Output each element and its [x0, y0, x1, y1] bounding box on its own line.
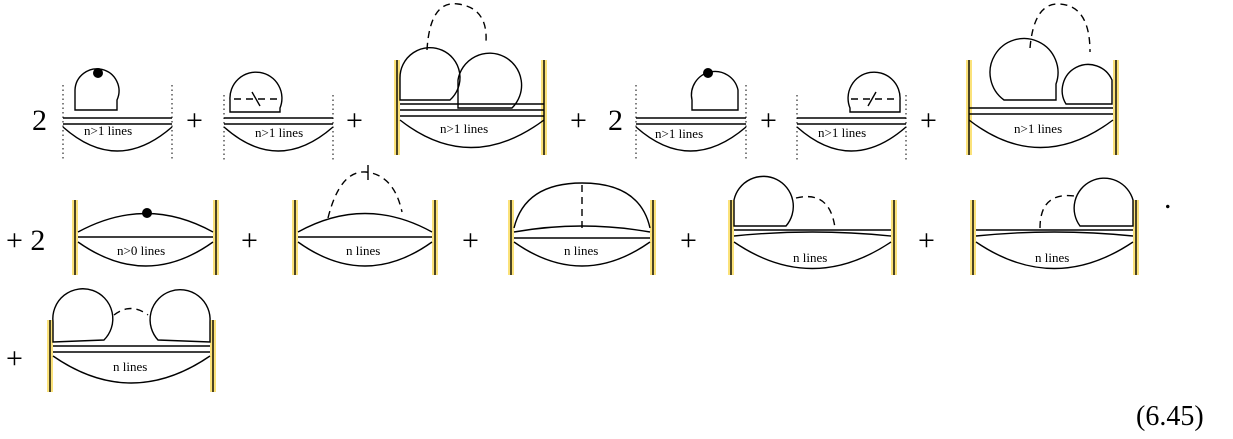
plus-sign: + [680, 224, 697, 257]
right-loop [457, 52, 523, 109]
lines-label: n>1 lines [84, 123, 132, 138]
tadpole-loop [690, 70, 739, 111]
lines-label: n lines [564, 243, 598, 258]
right-loop [1061, 63, 1113, 105]
diagram-r2-1: n>0 lines [72, 200, 219, 275]
plus-sign: + [920, 104, 937, 137]
self-energy-loop [847, 71, 901, 113]
lines-label: n lines [1035, 250, 1069, 265]
lines-label: n>1 lines [1014, 121, 1062, 136]
left-loop [399, 46, 461, 101]
diagram-r2-5: n lines [970, 177, 1139, 275]
bottom-arc [62, 126, 173, 152]
diagram-r1-1: n>1 lines [62, 68, 173, 160]
plus-sign: + [462, 224, 479, 257]
diagram-r1-3: n>1 lines [394, 3, 547, 155]
dashed-arc [327, 171, 403, 219]
diagram-r1-2: n>1 lines [223, 71, 334, 160]
tadpole-loop [1073, 177, 1134, 227]
lines-label: n lines [346, 243, 380, 258]
bottom-arc [733, 241, 892, 270]
bottom-arc [513, 241, 651, 267]
dashed-arc [113, 307, 149, 316]
middle-arc [733, 231, 892, 237]
lines-label: n lines [793, 250, 827, 265]
top-arc [297, 212, 433, 233]
plus-sign: + [6, 342, 23, 375]
diagram-r1-5: n>1 lines [796, 71, 907, 160]
bottom-arc [297, 241, 433, 267]
diagram-r3-1: n lines [47, 288, 216, 392]
bottom-arc [77, 241, 214, 267]
chord-slash [867, 91, 877, 107]
plus-sign: + [241, 224, 258, 257]
plus-sign: + [760, 104, 777, 137]
top-big-arc [513, 182, 651, 229]
lines-label: n>1 lines [255, 125, 303, 140]
lines-label: n>0 lines [117, 243, 165, 258]
dashed-arc [1039, 194, 1075, 229]
coefficient-2: 2 [32, 104, 47, 137]
right-loop [149, 289, 211, 343]
insertion-dot [142, 208, 152, 218]
dashed-arc [1029, 3, 1091, 53]
left-loop [52, 288, 114, 343]
plus-sign: + [186, 104, 203, 137]
bottom-arc [796, 126, 907, 152]
left-loop [989, 37, 1059, 101]
insertion-dot [93, 68, 103, 78]
middle-arc [975, 231, 1134, 237]
diagram-r1-6: n>1 lines [966, 3, 1119, 155]
plus-sign: + [346, 104, 363, 137]
equation-number: (6.45) [1136, 401, 1204, 432]
diagram-r1-4: n>1 lines [635, 68, 747, 160]
tadpole-loop [733, 175, 794, 227]
self-energy-loop [229, 71, 283, 113]
plus-sign: + [918, 224, 935, 257]
bottom-arc [968, 119, 1114, 149]
middle-arc [513, 225, 651, 233]
lines-label: n>1 lines [818, 125, 866, 140]
lines-label: n>1 lines [440, 121, 488, 136]
chord-slash [251, 91, 261, 107]
dashed-arc [426, 3, 487, 51]
plus-sign: + [570, 104, 587, 137]
diagram-r2-4: n lines [728, 175, 897, 275]
insertion-dot [703, 68, 713, 78]
diagram-r2-3: n lines [508, 182, 656, 275]
period: . [1164, 182, 1172, 215]
bottom-arc [975, 241, 1134, 270]
bottom-arc [635, 126, 747, 152]
bottom-arc [399, 119, 545, 149]
lines-label: n>1 lines [655, 126, 703, 141]
tadpole-loop [74, 68, 120, 111]
bottom-arc [52, 355, 211, 384]
coefficient-2: 2 [608, 104, 623, 137]
dashed-arc [795, 196, 836, 229]
plus-coefficient-2: + 2 [6, 224, 45, 257]
diagram-r2-2: n lines [292, 165, 438, 275]
lines-label: n lines [113, 359, 147, 374]
bottom-arc [223, 126, 334, 152]
